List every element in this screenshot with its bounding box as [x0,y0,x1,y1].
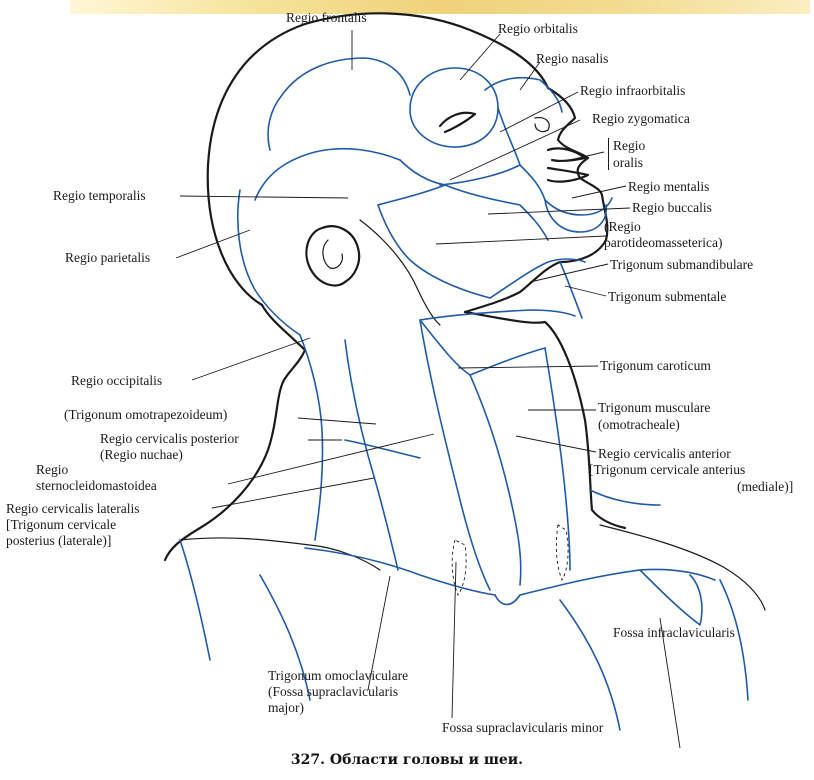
label-regio-cervicalis-lateralis-3: posterius (laterale)] [6,534,111,548]
submandibular-boundary [490,259,585,298]
supraclavicular-minor-right [556,525,568,580]
ear-outline [306,226,359,285]
deltoid-left [180,540,210,660]
label-regio-cervicalis-anterior-1: Regio cervicalis anterior [598,447,731,461]
leader-buccalis [488,208,630,214]
deltoid-right [720,580,748,700]
label-regio-cervicalis-posterior-1: Regio cervicalis posterior [100,432,239,446]
label-parotideo-1: (Regio [604,220,641,234]
label-regio-zygomatica: Regio zygomatica [592,112,690,126]
label-regio-oralis-1: Regio [613,139,645,153]
leader-cerv-ant [516,436,596,452]
label-regio-orbitalis: Regio orbitalis [498,22,578,36]
masseteric-region [378,205,490,298]
label-regio-cervicalis-posterior-2: (Regio nuchae) [100,448,183,462]
zygomatic-boundary [378,160,445,205]
label-trigonum-musculare-2: (omotracheale) [598,418,680,432]
label-regio-scm-1: Regio [36,463,68,477]
label-fossa-supraclavicularis-minor: Fossa supraclavicularis minor [442,721,603,735]
frontal-temporal-boundary [255,149,400,200]
figure-caption: 327. Области головы и шеи. [0,752,814,768]
sternum-notch [495,595,520,604]
trapezius-edge [300,335,323,540]
label-trigonum-musculare-1: Trigonum musculare [598,401,710,415]
label-regio-cervicalis-anterior-2: [Trigonum cervicale anterius [589,463,745,477]
label-regio-mentalis: Regio mentalis [628,180,709,194]
label-regio-cervicalis-lateralis-1: Regio cervicalis lateralis [6,502,139,516]
leader-orbitalis [460,34,500,80]
temporal-region [268,58,410,150]
lateral-neck-line [590,490,660,505]
leader-occipitalis [192,338,310,380]
label-regio-nasalis: Regio nasalis [536,52,608,66]
label-trigonum-omoclaviculare-1: Trigonum omoclaviculare [268,669,408,683]
oralis-bracket [604,138,609,170]
leader-scm [228,434,434,484]
label-regio-buccalis: Regio buccalis [632,201,712,215]
chest-line-right [560,600,620,730]
nostril [535,118,549,132]
label-regio-scm-2: sternocleidomastoidea [36,479,157,493]
label-regio-cervicalis-lateralis-2: [Trigonum cervicale [6,518,116,532]
chin-profile [465,195,607,312]
mental-circle [545,200,606,232]
label-parotideo-2: parotideomasseterica) [604,236,722,250]
left-shoulder [180,538,380,570]
leader-mentalis [572,186,626,198]
label-regio-oralis-2: oralis [613,156,643,170]
label-trigonum-omoclaviculare-2: (Fossa supraclavicularis [268,685,398,699]
omohyoid-line [345,440,420,458]
label-trigonum-omotrapezoideum: (Trigonum omotrapezoideum) [64,408,227,422]
label-regio-frontalis: Regio frontalis [286,11,367,25]
infraclavicular-fossa [640,570,702,625]
label-regio-parietalis: Regio parietalis [65,251,150,265]
eye [440,113,475,132]
leader-caroticum [458,366,598,368]
clavicle-left [305,548,495,595]
label-fossa-infraclavicularis: Fossa infraclavicularis [613,626,735,640]
label-trigonum-submandibulare: Trigonum submandibulare [610,258,753,272]
label-regio-temporalis: Regio temporalis [53,189,146,203]
leader-nasalis [520,62,540,90]
scm-posterior [345,340,398,570]
ear-inner [323,240,342,268]
orbit-circle [410,68,498,147]
scm-anterior [420,320,490,590]
leader-temporalis [180,196,348,198]
leader-cerv-lat [212,478,374,508]
label-regio-infraorbitalis: Regio infraorbitalis [580,84,685,98]
label-trigonum-omoclaviculare-3: major) [268,701,304,715]
leader-parotideo [436,236,606,244]
right-shoulder [600,525,765,610]
label-trigonum-caroticum: Trigonum caroticum [600,359,711,373]
clavicle-right [520,569,715,595]
leader-parietalis [176,230,250,258]
muscular-triangle-right [545,348,570,570]
muscular-triangle-left [470,375,521,585]
leader-omotrapezoideum [298,418,376,424]
label-trigonum-submentale: Trigonum submentale [608,290,726,304]
label-regio-occipitalis: Regio occipitalis [71,374,162,388]
label-regio-cervicalis-anterior-3: (mediale)] [737,480,793,494]
